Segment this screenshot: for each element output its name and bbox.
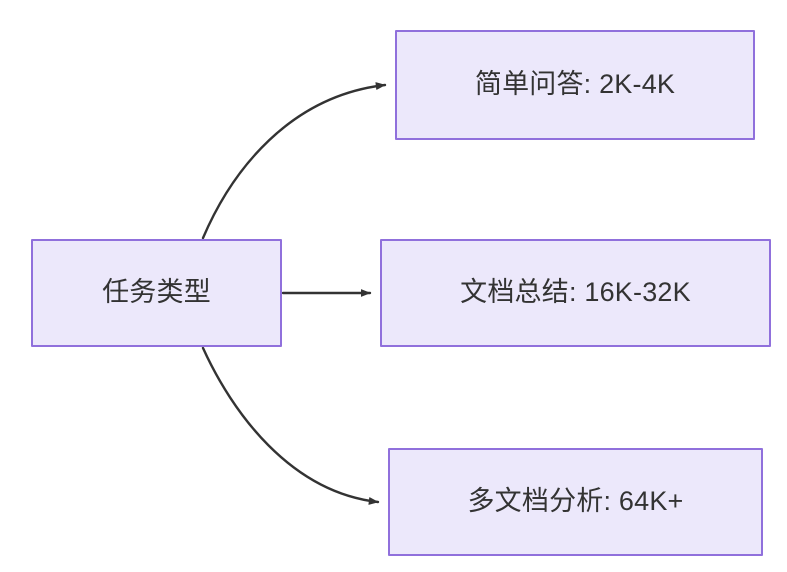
node-task-type[interactable]: 任务类型 bbox=[31, 239, 282, 347]
node-multi-doc-label: 多文档分析: 64K+ bbox=[467, 486, 684, 517]
node-task-type-label: 任务类型 bbox=[102, 277, 211, 308]
node-simple-qa[interactable]: 简单问答: 2K-4K bbox=[395, 30, 755, 140]
node-doc-summary-label: 文档总结: 16K-32K bbox=[460, 277, 691, 308]
node-multi-doc[interactable]: 多文档分析: 64K+ bbox=[388, 448, 763, 556]
edge-root-to-simple-qa bbox=[201, 82, 387, 240]
edge-root-to-multi-doc bbox=[201, 346, 380, 505]
node-simple-qa-label: 简单问答: 2K-4K bbox=[474, 69, 676, 100]
node-doc-summary[interactable]: 文档总结: 16K-32K bbox=[380, 239, 771, 347]
